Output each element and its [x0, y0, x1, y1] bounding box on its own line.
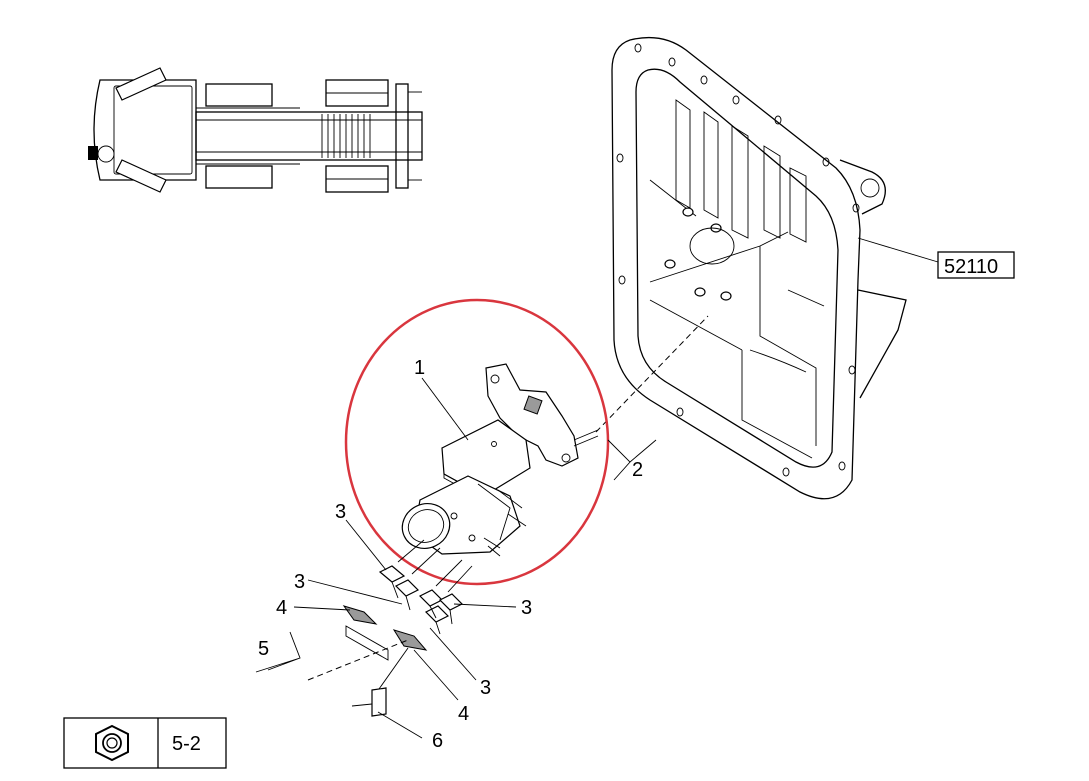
- callout-3-top: 3: [335, 501, 346, 523]
- callout-3-left: 3: [294, 571, 305, 593]
- tool-spec-box: 5-2: [63, 717, 227, 769]
- callout-3-bottom: 3: [480, 677, 491, 699]
- callout-2-bracket: [607, 439, 657, 481]
- callout-6: 6: [432, 730, 443, 752]
- assembly-centerline: [595, 315, 709, 433]
- assembly-code-box: [937, 251, 1015, 279]
- callout-leaders: [255, 377, 517, 739]
- part-6-sleeve: [371, 647, 409, 717]
- callout-2: 2: [632, 459, 643, 481]
- highlight-circle: [344, 298, 610, 586]
- mounting-bracket: [611, 36, 939, 500]
- fastener-set: [342, 539, 473, 661]
- assembly-code: 52110: [944, 256, 998, 278]
- callout-3-right: 3: [521, 597, 532, 619]
- callout-1: 1: [414, 357, 425, 379]
- vehicle-locator-icon: [88, 67, 423, 193]
- tool-spec-value: 5-2: [172, 733, 201, 755]
- hex-nut-icon: [95, 724, 129, 762]
- callout-4-bottom: 4: [458, 703, 469, 725]
- callout-5: 5: [258, 638, 269, 660]
- callout-4-left: 4: [276, 597, 287, 619]
- wiper-motor-assembly: [401, 363, 599, 557]
- grommet-axis: [307, 639, 409, 681]
